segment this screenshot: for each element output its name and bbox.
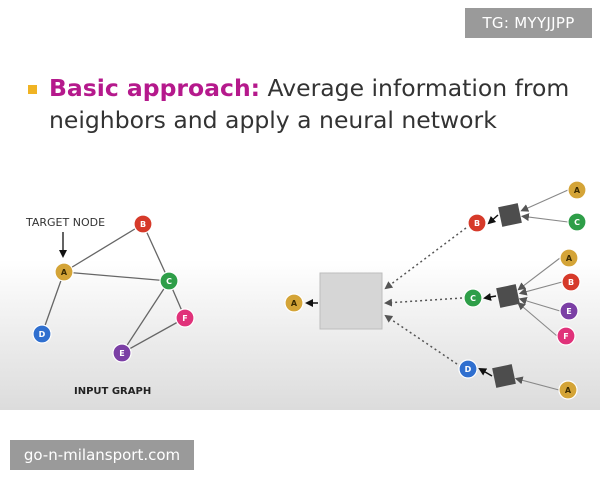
slide-background	[0, 0, 600, 410]
graph-node-F: F	[175, 308, 195, 328]
text-layer: TARGET NODE INPUT GRAPH	[25, 216, 151, 397]
dotted-arrow-C	[384, 297, 463, 307]
comp-l2-node-C-B-letter: B	[568, 278, 574, 287]
comp-l2-node-C-F: F	[556, 326, 576, 346]
graph-node-D-circle	[32, 324, 52, 344]
comp-l2-node-C-A-letter: A	[566, 254, 573, 263]
graph-node-F-circle	[175, 308, 195, 328]
edge-layer	[41, 189, 569, 391]
graph-node-E: E	[112, 343, 132, 363]
comp-root-node-letter: A	[291, 299, 298, 308]
graph-node-C: C	[159, 271, 179, 291]
arrow-A-to-box-D	[514, 376, 560, 391]
comp-l2-node-C-F-circle	[556, 326, 576, 346]
comp-l1-node-C: C	[463, 288, 483, 308]
arrow-box-to-D	[478, 367, 493, 377]
graph-node-D: D	[32, 324, 52, 344]
target-node-label: TARGET NODE	[25, 216, 105, 229]
input-graph-caption: INPUT GRAPH	[74, 386, 151, 397]
graph-edge-C-E	[121, 280, 170, 354]
graph-node-C-letter: C	[166, 277, 172, 286]
arrow-A-to-box-C	[517, 257, 561, 291]
comp-l1-node-D-circle	[458, 359, 478, 379]
arrow-C-to-box-B	[520, 213, 569, 223]
comp-l1-node-B-letter: B	[474, 219, 480, 228]
headline-label: Basic approach:	[49, 74, 261, 102]
node-layer: A B C D E F A B A C C A B E F D A	[32, 180, 587, 400]
graph-edge-B-C	[142, 223, 170, 282]
arrow-F-to-box-C	[517, 302, 558, 337]
graph-node-A-letter: A	[61, 268, 68, 277]
comp-l2-node-C-F-letter: F	[563, 332, 568, 341]
arrow-box-to-C	[483, 292, 497, 301]
comp-l2-node-D-A-letter: A	[565, 386, 572, 395]
arrow-A-to-box-B	[520, 189, 569, 212]
comp-root-node: A	[284, 293, 304, 313]
graph-node-F-letter: F	[182, 314, 187, 323]
comp-l2-node-B-C-letter: C	[574, 218, 580, 227]
watermark-top-badge: TG: MYYJJPP	[465, 8, 592, 38]
comp-l1-node-B: B	[467, 213, 487, 233]
graph-edge-A-B	[63, 223, 144, 273]
arrow-E-to-box-C	[518, 297, 561, 312]
comp-l2-node-C-E: E	[559, 301, 579, 321]
headline-text: Average information from neighbors and a…	[49, 74, 570, 134]
comp-l2-node-D-A: A	[558, 380, 578, 400]
graph-node-E-circle	[112, 343, 132, 363]
box-layer	[319, 203, 522, 388]
graph-node-A-circle	[54, 262, 74, 282]
headline: Basic approach: Average information from…	[49, 72, 589, 136]
graph-node-B: B	[133, 214, 153, 234]
graph-edge-A-D	[41, 271, 65, 335]
comp-l1-node-C-circle	[463, 288, 483, 308]
graph-node-E-letter: E	[119, 349, 124, 358]
graph-node-D-letter: D	[39, 330, 46, 339]
comp-l2-node-B-A-circle	[567, 180, 587, 200]
comp-l1-node-B-circle	[467, 213, 487, 233]
comp-l2-node-C-B: B	[561, 272, 581, 292]
comp-l2-node-C-E-letter: E	[566, 307, 571, 316]
comp-l2-node-C-B-circle	[561, 272, 581, 292]
arrow-box-to-B	[487, 214, 499, 225]
arrow-B-to-box-C	[518, 281, 563, 296]
aggregation-box-C	[496, 284, 520, 308]
comp-l2-node-B-C: C	[567, 212, 587, 232]
comp-l2-node-C-A-circle	[559, 248, 579, 268]
bullet-square-icon	[28, 85, 37, 94]
comp-l1-node-C-letter: C	[470, 294, 476, 303]
dotted-arrow-D	[384, 314, 458, 365]
graph-node-A: A	[54, 262, 74, 282]
graph-node-B-letter: B	[140, 220, 146, 229]
aggregation-box-B	[498, 203, 522, 227]
comp-root-node-circle	[284, 293, 304, 313]
comp-l2-node-D-A-circle	[558, 380, 578, 400]
dotted-arrow-B	[384, 227, 467, 290]
comp-l2-node-C-E-circle	[559, 301, 579, 321]
graph-node-C-circle	[159, 271, 179, 291]
comp-l2-node-B-A-letter: A	[574, 186, 581, 195]
aggregation-box-D	[492, 364, 516, 388]
comp-l1-node-D: D	[458, 359, 478, 379]
comp-l2-node-B-A: A	[567, 180, 587, 200]
diagram-canvas: A B C D E F A B A C C A B E F D A TARGET NODE INPUT GRAPH	[25, 180, 587, 400]
comp-l1-node-D-letter: D	[465, 365, 472, 374]
comp-l2-node-C-A: A	[559, 248, 579, 268]
graph-edge-E-F	[121, 317, 186, 354]
graph-node-B-circle	[133, 214, 153, 234]
watermark-bottom-badge: go-n-milansport.com	[10, 440, 194, 470]
graph-edge-A-C	[63, 271, 170, 282]
comp-l2-node-B-C-circle	[567, 212, 587, 232]
aggregation-box-root	[319, 272, 383, 330]
